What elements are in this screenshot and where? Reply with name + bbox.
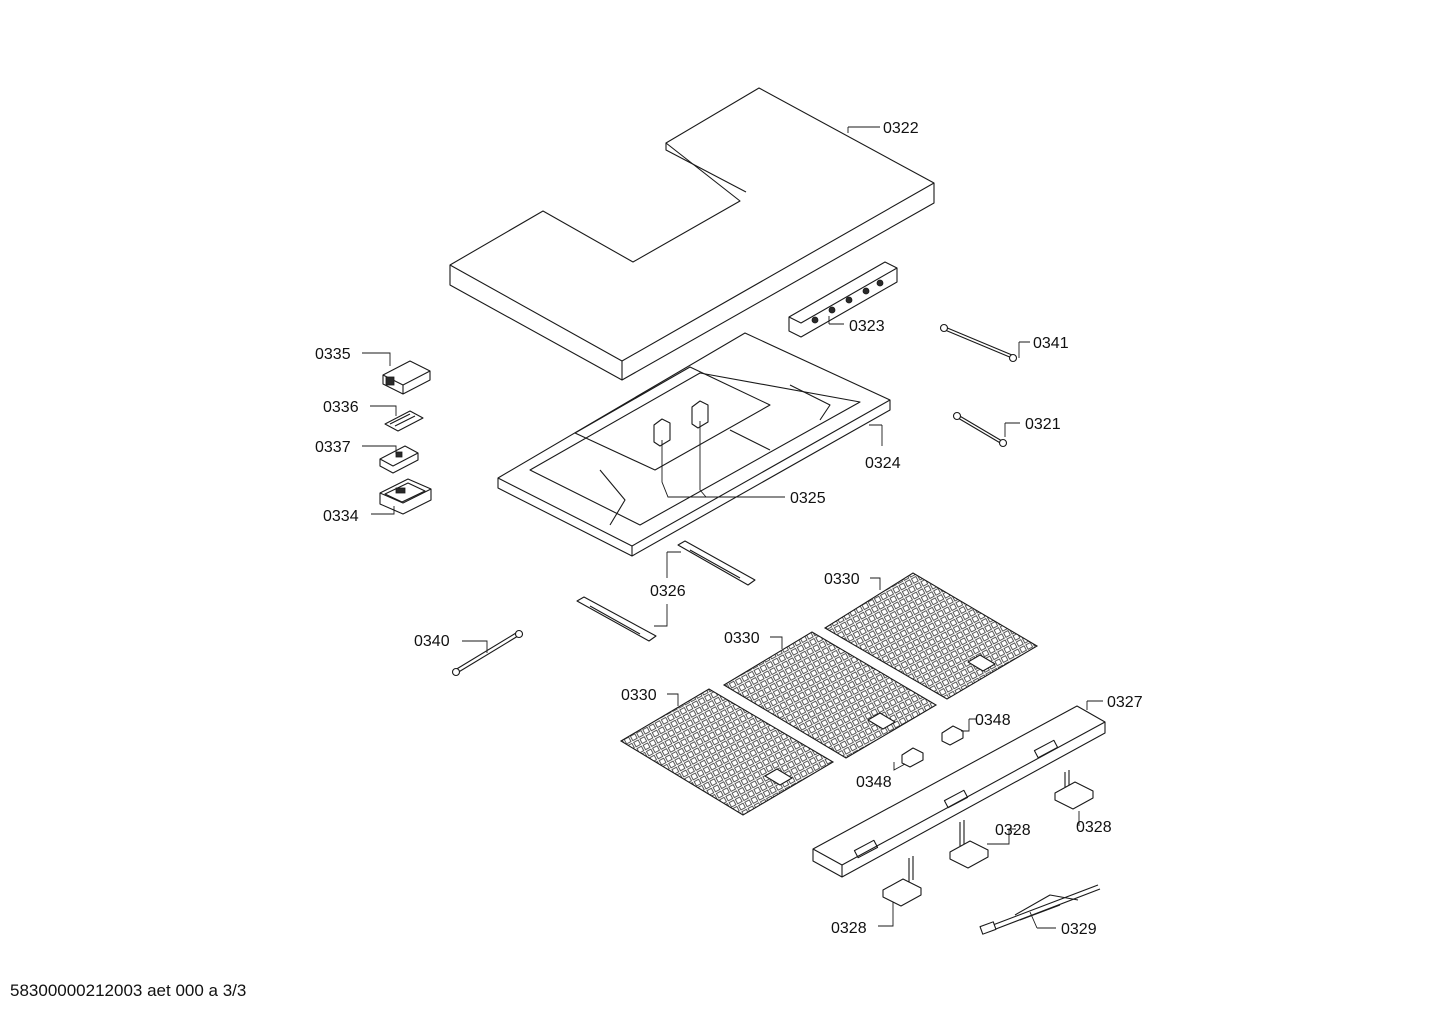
callout-0348-upper: 0348 [975, 712, 1011, 729]
callout-0328-middle: 0328 [995, 822, 1031, 839]
document-id: 58300000212003 aet 000 a 3/3 [10, 981, 247, 1000]
callout-0330-upper: 0330 [824, 571, 860, 588]
callout-0324: 0324 [865, 455, 901, 472]
part-0325-brackets [653, 400, 709, 447]
part-0330-filter-upper [823, 572, 1039, 700]
callout-0321: 0321 [1025, 416, 1061, 433]
part-0326-rail-upper [677, 540, 756, 586]
callout-0327: 0327 [1107, 694, 1143, 711]
callout-0328-right: 0328 [1076, 819, 1112, 836]
callout-0323: 0323 [849, 318, 885, 335]
part-0322-top-cover [449, 87, 935, 381]
callout-0330-middle: 0330 [724, 630, 760, 647]
part-0329-wiring-harness [979, 884, 1101, 935]
callout-0336: 0336 [323, 399, 359, 416]
part-0326-rail-lower [576, 596, 657, 642]
callout-0329: 0329 [1061, 921, 1097, 938]
part-0327-front-panel [812, 705, 1106, 878]
callout-0335: 0335 [315, 346, 351, 363]
part-0334-electronics-box [379, 478, 432, 515]
part-0328-lamp-right [1054, 770, 1094, 810]
part-0348-clip-upper [941, 725, 964, 746]
callout-0341: 0341 [1033, 335, 1069, 352]
part-0324-housing [497, 332, 891, 557]
part-0341-cable [939, 323, 1018, 363]
callout-0340: 0340 [414, 633, 450, 650]
callout-0337: 0337 [315, 439, 351, 456]
callout-0328-left: 0328 [831, 920, 867, 937]
part-0330-filter-middle [722, 631, 938, 759]
callout-0322: 0322 [883, 120, 919, 137]
part-0340-cable [451, 629, 524, 677]
part-0328-lamp-left [882, 856, 922, 907]
part-0321-cable [952, 411, 1008, 448]
part-0323-control-strip [788, 261, 898, 338]
part-0348-clip-lower [901, 747, 924, 768]
part-0336-circuit-board [384, 410, 424, 432]
callout-0325: 0325 [790, 490, 826, 507]
part-0328-lamp-middle [949, 820, 989, 869]
callout-0326: 0326 [650, 583, 686, 600]
leader-lines [362, 126, 1103, 929]
callout-0348-lower: 0348 [856, 774, 892, 791]
callout-0334: 0334 [323, 508, 359, 525]
part-0335-module [382, 360, 431, 395]
part-0337-control-module [379, 445, 419, 474]
part-0330-filter-lower [619, 688, 835, 816]
callout-0330-lower: 0330 [621, 687, 657, 704]
